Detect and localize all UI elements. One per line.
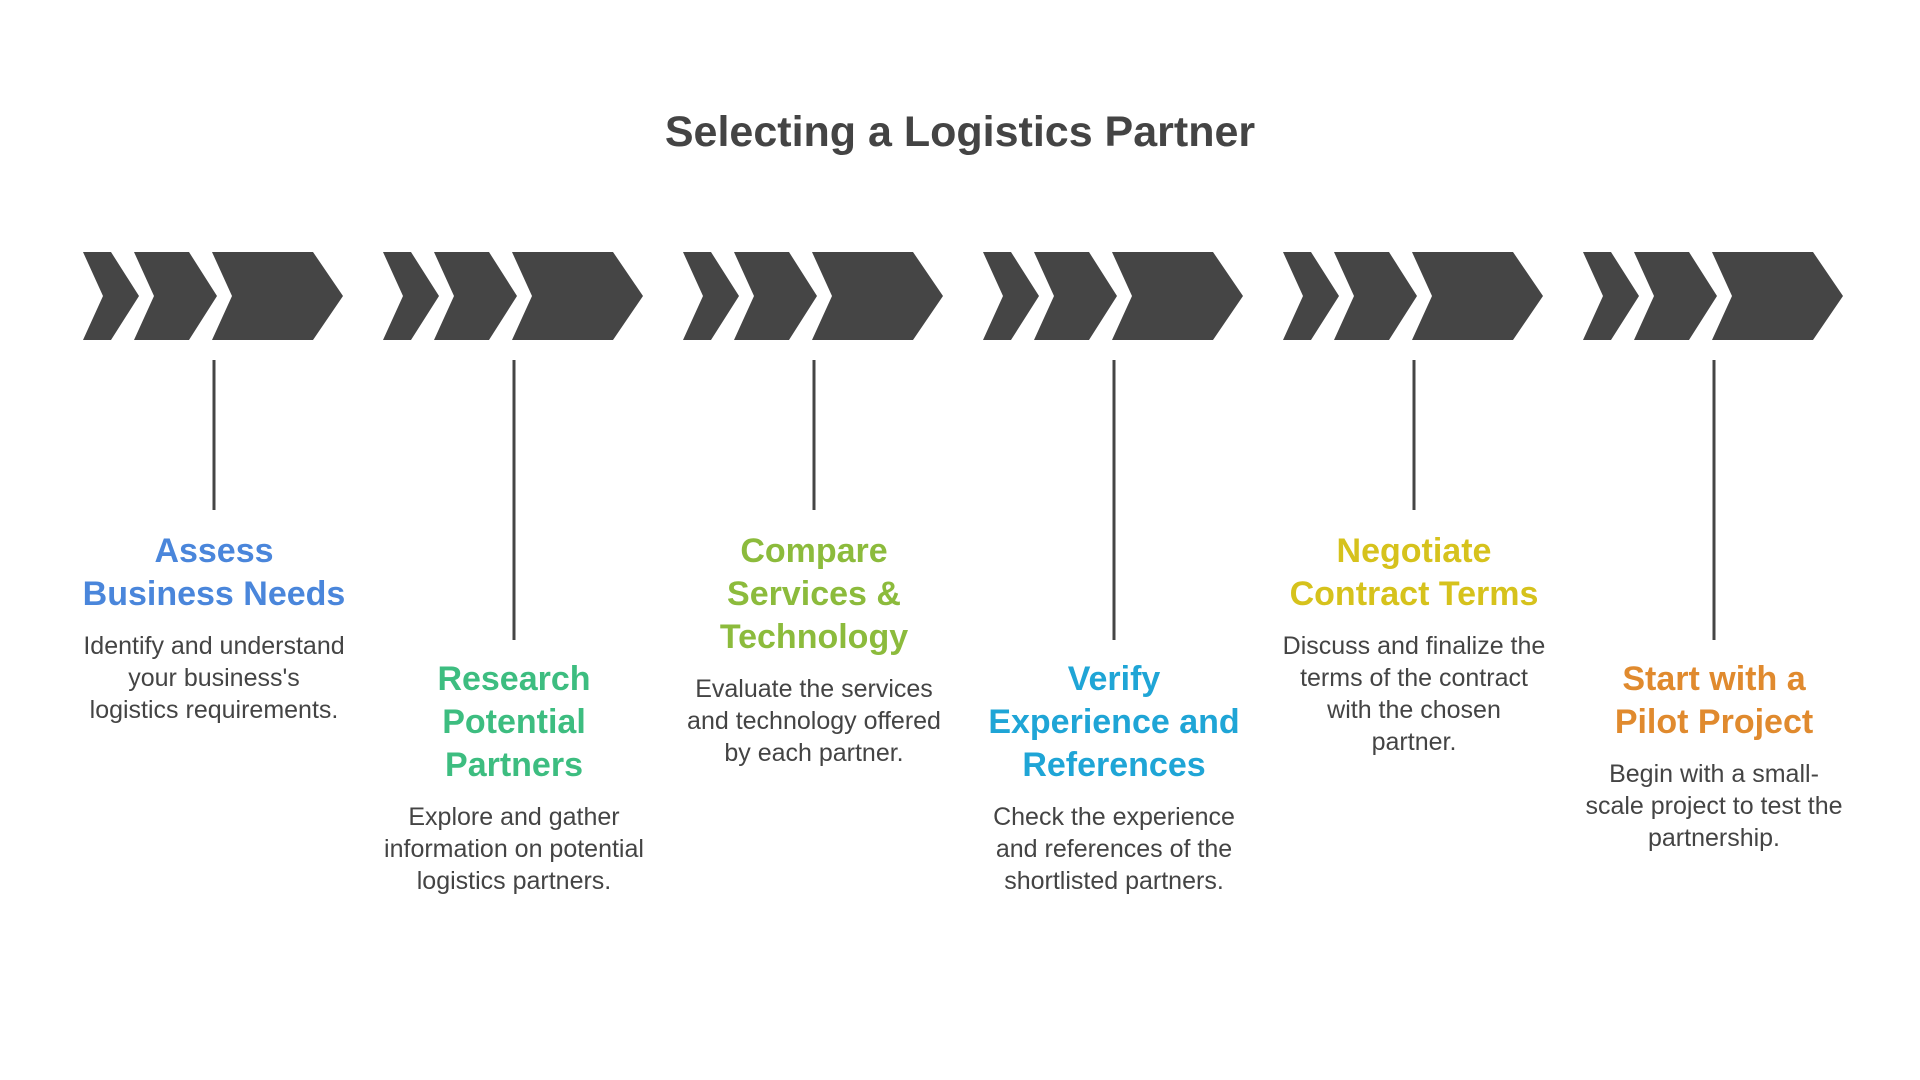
chevron-large bbox=[1712, 252, 1843, 340]
page-title: Selecting a Logistics Partner bbox=[664, 108, 1256, 156]
step-verify: Verify Experience and References Check t… bbox=[982, 658, 1246, 897]
step-description: Evaluate the services and technology off… bbox=[687, 675, 941, 767]
chevron-small bbox=[1034, 252, 1117, 340]
chevron-group bbox=[983, 252, 1243, 340]
step-description: Discuss and finalize the terms of the co… bbox=[1282, 632, 1546, 756]
chevron-large bbox=[212, 252, 343, 340]
step-title: Assess Business Needs bbox=[82, 532, 346, 613]
step-title: Start with a Pilot Project bbox=[1614, 660, 1814, 741]
chevron-large bbox=[1412, 252, 1543, 340]
chevron-small bbox=[383, 252, 439, 340]
chevron-group bbox=[1283, 252, 1543, 340]
step-description: Identify and understand your business's … bbox=[83, 632, 345, 724]
chevron-small bbox=[83, 252, 139, 340]
chevron-group bbox=[1583, 252, 1843, 340]
step-pilot: Start with a Pilot Project Begin with a … bbox=[1582, 658, 1846, 854]
step-title: Verify Experience and References bbox=[988, 660, 1240, 784]
chevron-large bbox=[812, 252, 943, 340]
chevron-large bbox=[512, 252, 643, 340]
step-description: Explore and gather information on potent… bbox=[384, 803, 644, 895]
step-assess: Assess Business Needs Identify and under… bbox=[82, 530, 346, 726]
step-compare: Compare Services & Technology Evaluate t… bbox=[682, 530, 946, 769]
step-description: Check the experience and references of t… bbox=[993, 803, 1235, 895]
chevron-group bbox=[383, 252, 643, 340]
chevron-group bbox=[683, 252, 943, 340]
step-title: Negotiate Contract Terms bbox=[1289, 532, 1539, 613]
chevron-group bbox=[83, 252, 343, 340]
chevron-small bbox=[683, 252, 739, 340]
step-research: Research Potential Partners Explore and … bbox=[382, 658, 646, 897]
chevron-small bbox=[434, 252, 517, 340]
chevron-small bbox=[1583, 252, 1639, 340]
chevron-small bbox=[1334, 252, 1417, 340]
chevron-small bbox=[1283, 252, 1339, 340]
chevron-small bbox=[1634, 252, 1717, 340]
step-title: Research Potential Partners bbox=[437, 660, 591, 784]
chevron-small bbox=[734, 252, 817, 340]
step-negotiate: Negotiate Contract Terms Discuss and fin… bbox=[1282, 530, 1546, 758]
chevron-small bbox=[983, 252, 1039, 340]
chevron-large bbox=[1112, 252, 1243, 340]
step-description: Begin with a small-scale project to test… bbox=[1585, 760, 1843, 852]
step-title: Compare Services & Technology bbox=[719, 532, 909, 656]
chevron-small bbox=[134, 252, 217, 340]
